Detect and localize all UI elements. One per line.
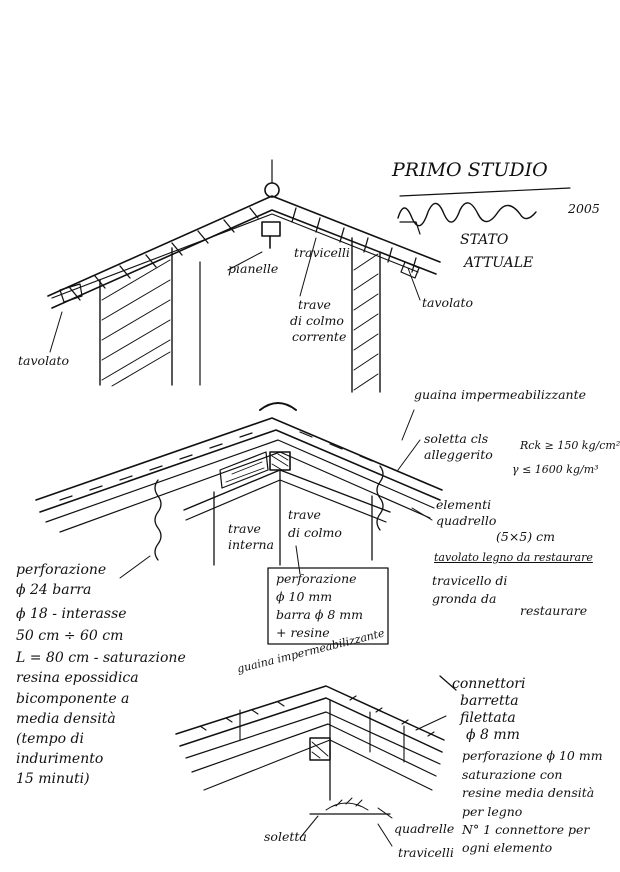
perf-line-10: indurimento <box>16 750 104 767</box>
perf-line-7: bicomponente a <box>16 690 130 707</box>
label-density: γ ≤ 1600 kg/m³ <box>512 463 599 476</box>
label-trave-interna-2: interna <box>228 537 274 552</box>
label-elementi-3: (5×5) cm <box>496 529 555 544</box>
conn-line-1: connettori <box>452 676 526 692</box>
label-soletta-2: alleggerito <box>424 447 493 462</box>
perf-line-3: ϕ 18 - interasse <box>16 606 127 623</box>
perf-line-1: perforazione <box>16 562 107 578</box>
conn-line-6: saturazione con <box>462 766 563 782</box>
label-trave-colmo-2a: trave <box>288 507 321 522</box>
conn-line-7: resine media densità <box>462 785 595 801</box>
label-elementi-2: quadrello <box>436 513 497 528</box>
perf-line-9: (tempo di <box>16 730 84 747</box>
label-trave-interna-1: trave <box>228 521 261 536</box>
conn-line-2: barretta <box>460 693 519 710</box>
conn-line-5: perforazione ϕ 10 mm <box>462 748 603 764</box>
label-foratura-1: perforazione <box>276 571 357 586</box>
perf-line-4: 50 cm ÷ 60 cm <box>16 628 124 645</box>
label-travicello-2: gronda da <box>432 591 497 606</box>
label-travicello-3: restaurare <box>520 603 588 618</box>
stage-line-1: STATO <box>460 232 509 248</box>
perf-line-2: ϕ 24 barra <box>16 582 92 599</box>
sketch-1-existing-roof <box>47 159 441 393</box>
label-elementi-1: elementi <box>436 497 492 512</box>
label-tavolato-legno: tavolato legno da restaurare <box>434 551 593 564</box>
label-guaina-2: guaina impermeabilizzante <box>414 387 586 402</box>
label-tavolato-right: tavolato <box>422 295 474 310</box>
conn-line-4: ϕ 8 mm <box>466 727 520 744</box>
label-travicello-1: travicello di <box>432 573 508 588</box>
label-trave-colmo-2b: di colmo <box>288 525 342 540</box>
title-heading: PRIMO STUDIO <box>392 159 548 181</box>
perf-line-11: 15 minuti) <box>16 770 90 787</box>
signature-scribble <box>397 202 537 227</box>
conn-line-8: per legno <box>462 803 523 819</box>
stage-line-2: ATTUALE <box>464 255 534 271</box>
sketch-2-consolidation <box>35 402 443 645</box>
label-tavolato-left: tavolato <box>18 353 70 368</box>
perf-line-8: media densità <box>16 710 116 727</box>
label-foratura-3: barra ϕ 8 mm <box>276 607 363 622</box>
connettori-notes: connettori barretta filettata ϕ 8 mm per… <box>452 676 603 856</box>
label-soletta-1: soletta cls <box>424 431 489 446</box>
label-foratura-2: ϕ 10 mm <box>276 589 333 604</box>
perf-line-6: resina epossidica <box>16 670 139 687</box>
conn-line-3: filettata <box>460 710 516 727</box>
label-travicelli: travicelli <box>294 245 350 260</box>
label-soletta-3: soletta <box>264 829 307 844</box>
sketch-3-connectors <box>175 675 457 847</box>
conn-line-10: ogni elemento <box>462 840 553 856</box>
perforazione-notes: perforazione ϕ 24 barra ϕ 18 - interasse… <box>16 562 186 787</box>
label-trave-colmo-1: trave <box>298 297 331 312</box>
title-year: 2005 <box>568 201 600 216</box>
label-trave-colmo-2: di colmo <box>290 313 344 328</box>
label-trave-colmo-3: corrente <box>292 329 347 344</box>
label-quadrelle: quadrelle <box>394 821 455 836</box>
label-foratura-4: + resine <box>276 625 330 640</box>
label-pianelle: pianelle <box>228 261 279 276</box>
label-rck: Rck ≥ 150 kg/cm² <box>520 439 620 452</box>
label-travicelli-3: travicelli <box>398 845 454 860</box>
conn-line-9: N° 1 connettore per <box>462 821 590 837</box>
perf-line-5: L = 80 cm - saturazione <box>16 650 186 667</box>
